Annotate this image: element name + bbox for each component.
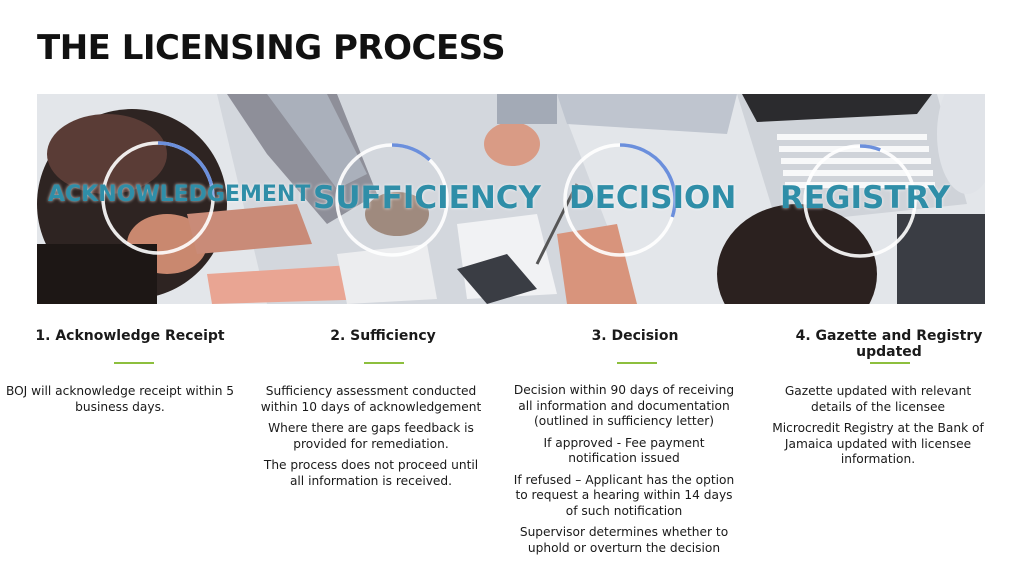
step-2-rule bbox=[364, 362, 404, 364]
step-3-paragraph: Decision within 90 days of receiving all… bbox=[513, 383, 735, 428]
step-2-paragraph: Where there are gaps feedback is provide… bbox=[268, 421, 474, 451]
step-3-paragraph: Supervisor determines whether to uphold … bbox=[519, 525, 729, 555]
stage-word-registry: REGISTRY bbox=[780, 180, 951, 216]
stage-word-decision: DECISION bbox=[569, 180, 737, 216]
stage-ring-progress bbox=[157, 141, 215, 199]
step-2-paragraph: Sufficiency assessment conducted within … bbox=[260, 384, 482, 414]
stage-rings bbox=[101, 141, 917, 258]
step-1-title: 1. Acknowledge Receipt bbox=[35, 328, 225, 344]
step-3-paragraph: If approved - Fee payment notification i… bbox=[543, 435, 705, 466]
step-4-rule bbox=[870, 362, 910, 364]
step-2-paragraph: The process does not proceed until all i… bbox=[263, 458, 479, 488]
step-2-body: Sufficiency assessment conducted within … bbox=[256, 384, 486, 495]
step-3-rule bbox=[617, 362, 657, 364]
stage-word-sufficiency: SUFFICIENCY bbox=[313, 180, 541, 216]
step-1-rule bbox=[114, 362, 154, 364]
stage-ring-progress bbox=[859, 144, 881, 152]
step-2-title: 2. Sufficiency bbox=[330, 328, 436, 344]
stage-ring-progress bbox=[391, 143, 431, 162]
step-3-body: Decision within 90 days of receiving all… bbox=[509, 383, 739, 562]
step-4-title: 4. Gazette and Registry updated bbox=[795, 328, 983, 360]
step-3-title: 3. Decision bbox=[591, 328, 679, 344]
step-4-body: Gazette updated with relevant details of… bbox=[763, 384, 993, 474]
stage-word-acknowledgement: ACKNOWLEDGEMENT bbox=[48, 182, 311, 207]
page-title: THE LICENSING PROCESS bbox=[37, 28, 506, 68]
step-4-paragraph: Gazette updated with relevant details of… bbox=[784, 384, 972, 414]
step-1-body: BOJ will acknowledge receipt within 5 bu… bbox=[5, 384, 235, 421]
step-1-paragraph: BOJ will acknowledge receipt within 5 bu… bbox=[5, 384, 235, 414]
stage-ring-progress bbox=[619, 143, 677, 218]
office-meeting-illustration bbox=[37, 94, 985, 304]
banner-image: ACKNOWLEDGEMENT SUFFICIENCY DECISION REG… bbox=[37, 94, 985, 304]
step-3-paragraph: If refused – Applicant has the option to… bbox=[513, 472, 735, 518]
step-4-paragraph: Microcredit Registry at the Bank of Jama… bbox=[772, 421, 984, 466]
